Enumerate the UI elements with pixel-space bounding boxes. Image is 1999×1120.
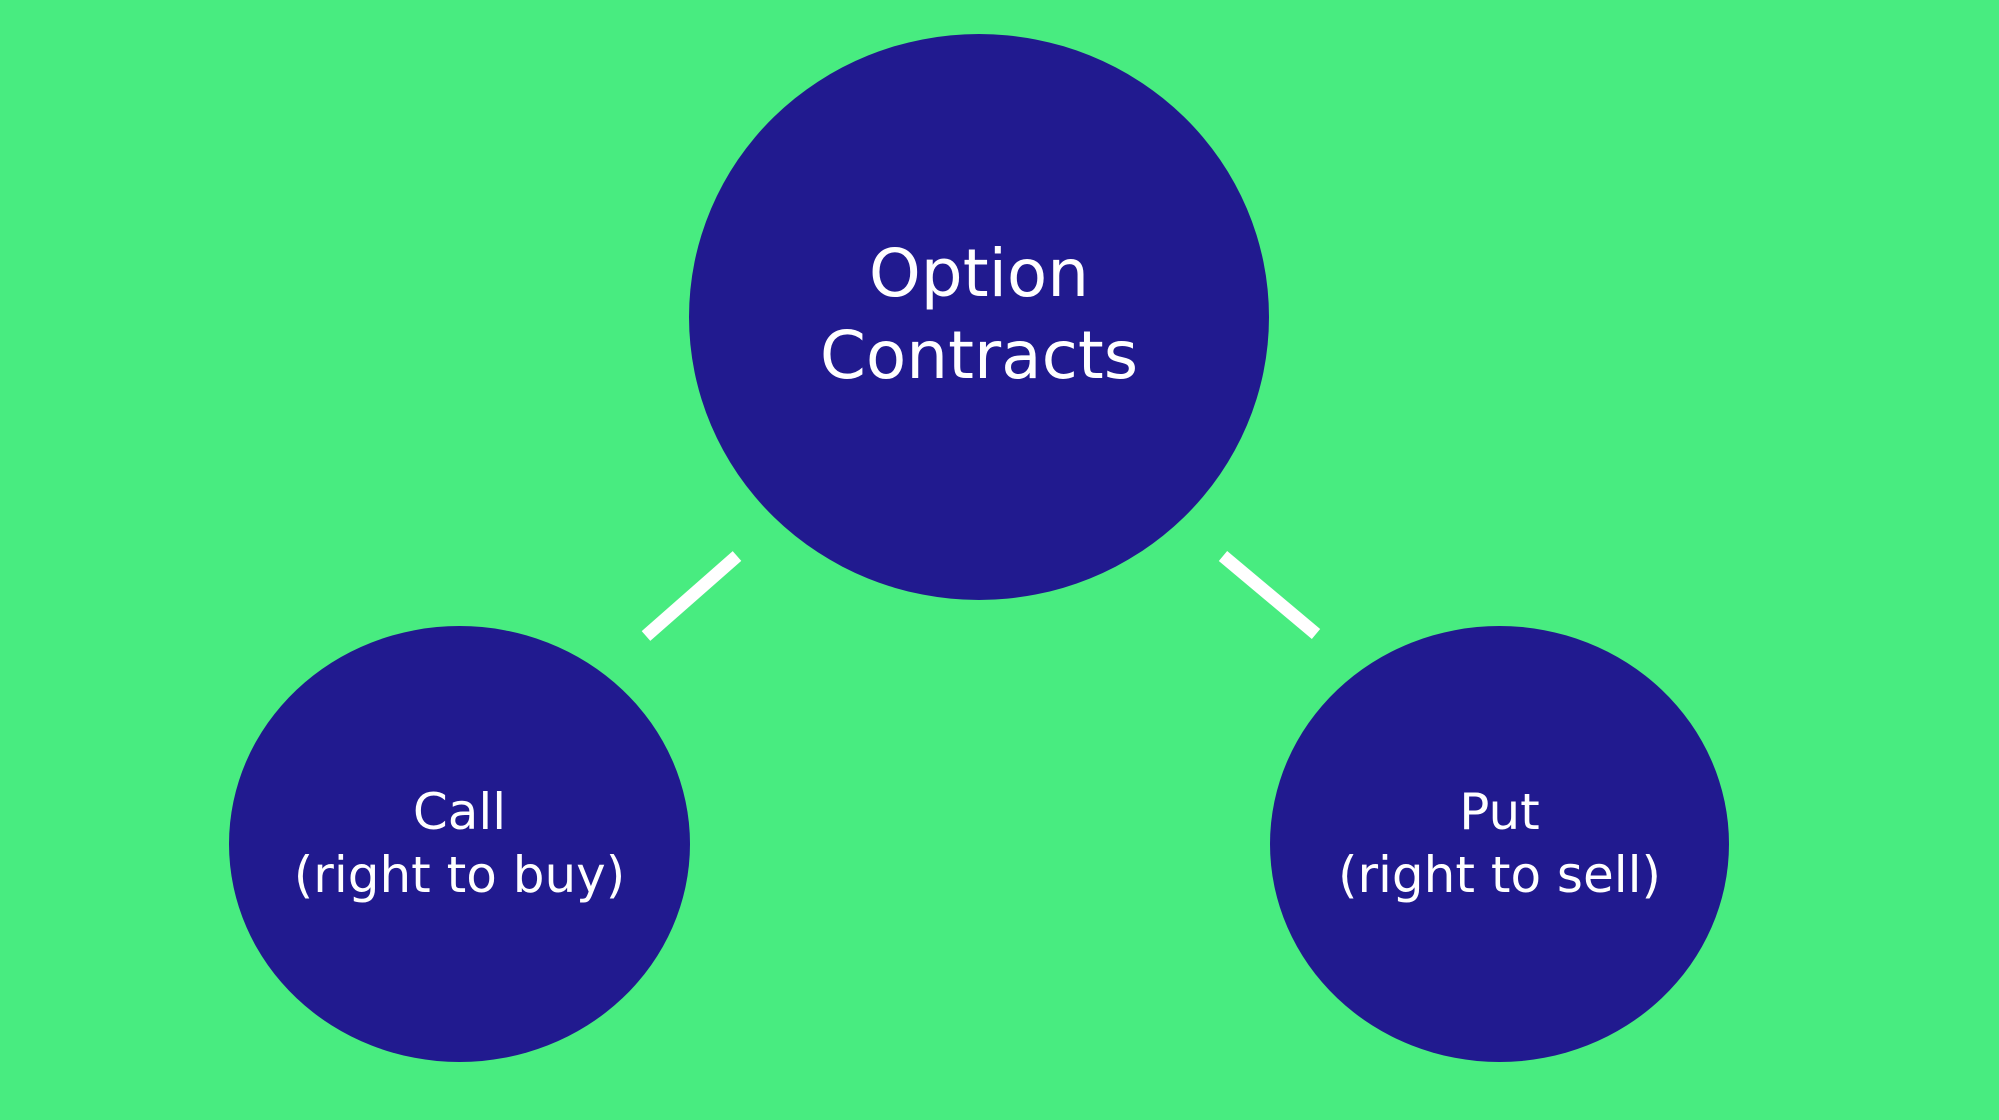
node-label: Put: [1459, 783, 1540, 841]
node-label: Call: [412, 783, 507, 841]
node-label: (right to buy): [293, 846, 626, 904]
node-label: Contracts: [819, 317, 1139, 394]
connector-right: [1218, 551, 1321, 639]
node-put: Put (right to sell): [1270, 626, 1729, 1062]
node-label: Option: [868, 235, 1090, 312]
node-label: (right to sell): [1337, 846, 1662, 904]
node-option-contracts: Option Contracts: [689, 34, 1269, 600]
node-call: Call (right to buy): [229, 626, 690, 1062]
connector-left: [641, 551, 742, 641]
